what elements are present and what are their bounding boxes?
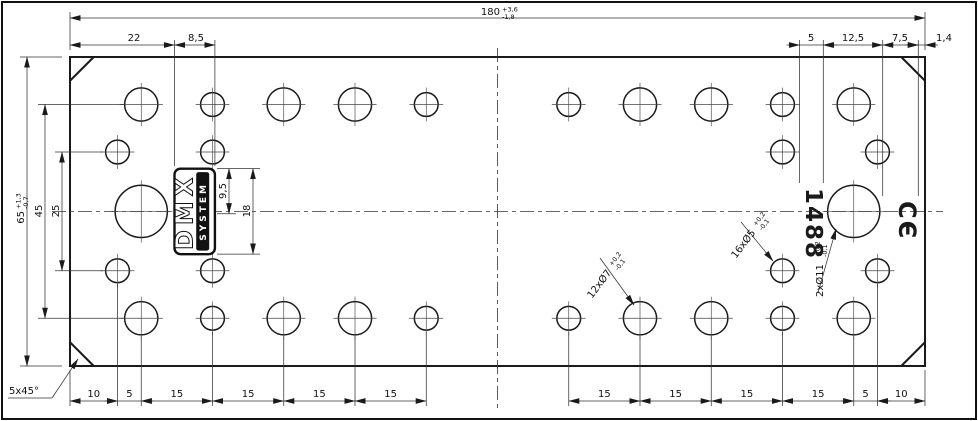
leader-line: [51, 358, 79, 399]
svg-text:9,5: 9,5: [218, 183, 229, 199]
chamfer-edge: [69, 56, 95, 82]
dim-9-5: 9,5: [218, 183, 229, 199]
svg-text:15: 15: [384, 389, 397, 400]
dim-12-5: 12,5: [842, 33, 864, 44]
dim-total-height: 65 +1,3-0,7: [15, 193, 31, 224]
svg-text:15: 15: [741, 389, 754, 400]
svg-text:10: 10: [895, 389, 908, 400]
svg-text:2xØ11: 2xØ11: [814, 264, 826, 297]
dim-15: 15: [384, 389, 397, 400]
callout-12xd7: 12xØ7+0,2-0,1: [585, 250, 627, 300]
svg-text:-1,8: -1,8: [502, 13, 515, 21]
dim-25: 25: [51, 205, 62, 218]
svg-text:7,5: 7,5: [892, 33, 908, 44]
svg-text:16xØ5: 16xØ5: [729, 227, 758, 260]
leader-line: [599, 257, 635, 306]
svg-text:15: 15: [669, 389, 682, 400]
svg-text:5: 5: [808, 33, 814, 44]
svg-text:12,5: 12,5: [842, 33, 864, 44]
svg-text:15: 15: [598, 389, 611, 400]
logo-text-dmx: DMX: [171, 173, 199, 250]
svg-text:15: 15: [242, 389, 255, 400]
svg-text:65: 65: [16, 211, 27, 224]
dim-5-top: 5: [808, 33, 814, 44]
svg-text:-0,1: -0,1: [821, 244, 829, 257]
dim-1-4: 1,4: [936, 33, 952, 44]
svg-text:8,5: 8,5: [188, 33, 204, 44]
dim-15: 15: [313, 389, 326, 400]
svg-text:1488: 1488: [800, 188, 826, 260]
svg-text:-0,7: -0,7: [22, 196, 30, 209]
svg-text:15: 15: [171, 389, 184, 400]
chamfer-edge: [69, 341, 95, 367]
svg-text:5: 5: [126, 389, 132, 400]
engraving-ce-mark: CЄ: [893, 201, 921, 240]
svg-text:1,4: 1,4: [936, 33, 952, 44]
dim-15: 15: [741, 389, 754, 400]
svg-text:18: 18: [242, 205, 253, 218]
svg-text:15: 15: [812, 389, 825, 400]
chamfer-edge: [900, 56, 926, 82]
dim-total-width: 180+3,6-1,8: [481, 6, 518, 22]
dim-5-right: 5: [862, 389, 868, 400]
svg-text:180: 180: [481, 7, 500, 18]
dim-10-right: 10: [895, 389, 908, 400]
dim-15: 15: [598, 389, 611, 400]
svg-text:5x45°: 5x45°: [9, 386, 39, 397]
dim-15: 15: [812, 389, 825, 400]
dim-15: 15: [242, 389, 255, 400]
callout-2xd11: 2xØ11 +0,2-0,1: [814, 241, 830, 297]
dim-22: 22: [128, 33, 141, 44]
svg-text:+1,3: +1,3: [15, 193, 23, 209]
chamfer-note: 5x45°: [9, 386, 39, 397]
leader-line: [740, 221, 774, 262]
logo-text-system: SYSTEM: [199, 182, 209, 241]
dim-10-left: 10: [87, 389, 100, 400]
dim-8-5: 8,5: [188, 33, 204, 44]
svg-text:12xØ7: 12xØ7: [585, 267, 614, 300]
callout-16xd5: 16xØ5+0,2-0,1: [729, 210, 771, 260]
chamfer-edge: [900, 341, 926, 367]
svg-text:45: 45: [34, 205, 45, 218]
dim-5-left: 5: [126, 389, 132, 400]
dim-15: 15: [171, 389, 184, 400]
dim-15: 15: [669, 389, 682, 400]
logo-bar: [196, 172, 210, 251]
svg-text:22: 22: [128, 33, 141, 44]
svg-text:25: 25: [51, 205, 62, 218]
svg-text:+0,2: +0,2: [814, 241, 822, 257]
dim-45: 45: [34, 205, 45, 218]
dim-7-5: 7,5: [892, 33, 908, 44]
svg-text:5: 5: [862, 389, 868, 400]
svg-text:15: 15: [313, 389, 326, 400]
svg-text:+3,6: +3,6: [502, 6, 518, 14]
engraving-1488: 1488: [800, 188, 826, 260]
dim-18: 18: [242, 205, 253, 218]
svg-text:10: 10: [87, 389, 100, 400]
leader-line: [817, 228, 837, 294]
svg-text:CЄ: CЄ: [893, 201, 921, 240]
